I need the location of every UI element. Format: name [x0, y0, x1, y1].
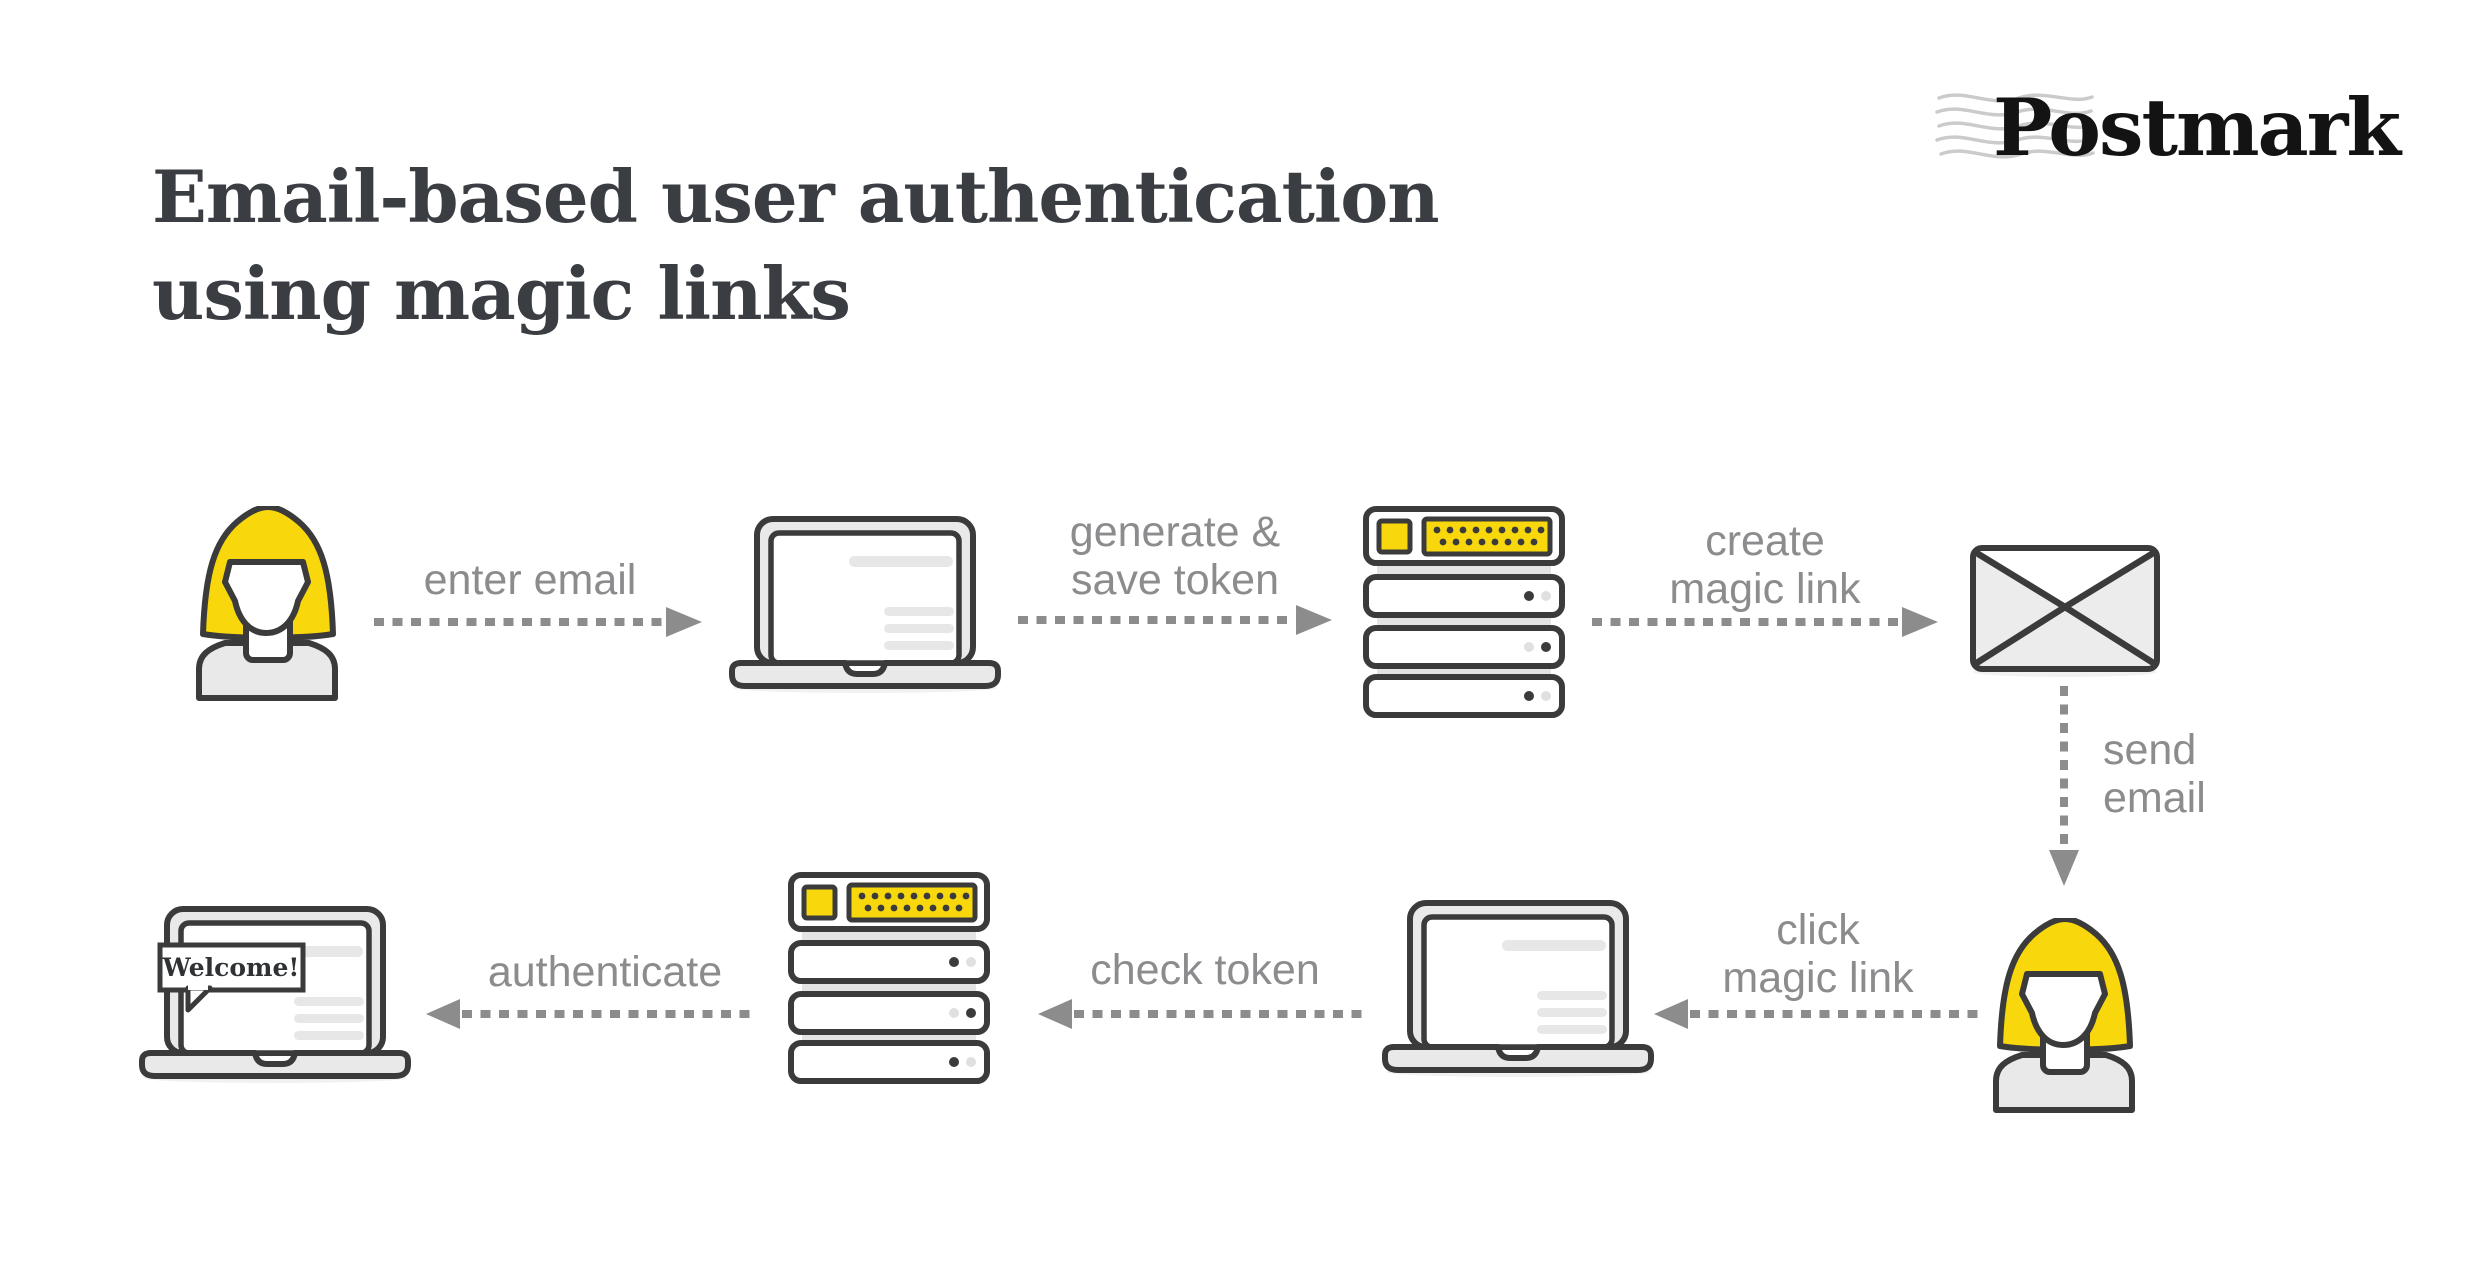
arrow-check-token — [1038, 999, 1364, 1029]
logo-wordmark: Postmark — [1993, 81, 2401, 174]
laptop-icon — [1382, 900, 1654, 1077]
label-generate-save-token: generate & save token — [1069, 508, 1281, 604]
arrow-send-email — [2049, 686, 2079, 886]
page-title-line1: Email-based user authentication — [152, 154, 1440, 239]
label-create-magic-link: create magic link — [1669, 517, 1861, 613]
page-title: Email-based user authentication using ma… — [152, 148, 1440, 342]
server-icon — [1363, 506, 1565, 718]
label-authenticate: authenticate — [487, 948, 723, 996]
label-click-magic-link: click magic link — [1722, 906, 1914, 1002]
arrow-create-magic-link — [1592, 607, 1938, 637]
label-enter-email: enter email — [423, 556, 637, 604]
page-title-line2: using magic links — [152, 251, 851, 336]
server-icon — [788, 872, 990, 1084]
person-icon — [195, 506, 339, 701]
label-check-token: check token — [1090, 946, 1320, 994]
arrow-click-magic-link — [1654, 999, 1984, 1029]
postmark-logo: Postmark — [1935, 70, 2401, 180]
person-icon — [1992, 918, 2136, 1113]
laptop-icon — [729, 516, 1001, 693]
welcome-text: Welcome! — [162, 953, 300, 982]
arrow-enter-email — [374, 607, 702, 637]
welcome-speech-bubble: Welcome! — [157, 942, 306, 1013]
envelope-icon — [1970, 545, 2160, 677]
laptop-welcome-icon: Welcome! — [139, 906, 411, 1083]
postmark-waves-icon — [1935, 93, 2095, 159]
arrow-authenticate — [426, 999, 752, 1029]
arrow-generate-save-token — [1018, 605, 1332, 635]
label-send-email: send email — [2103, 726, 2206, 822]
